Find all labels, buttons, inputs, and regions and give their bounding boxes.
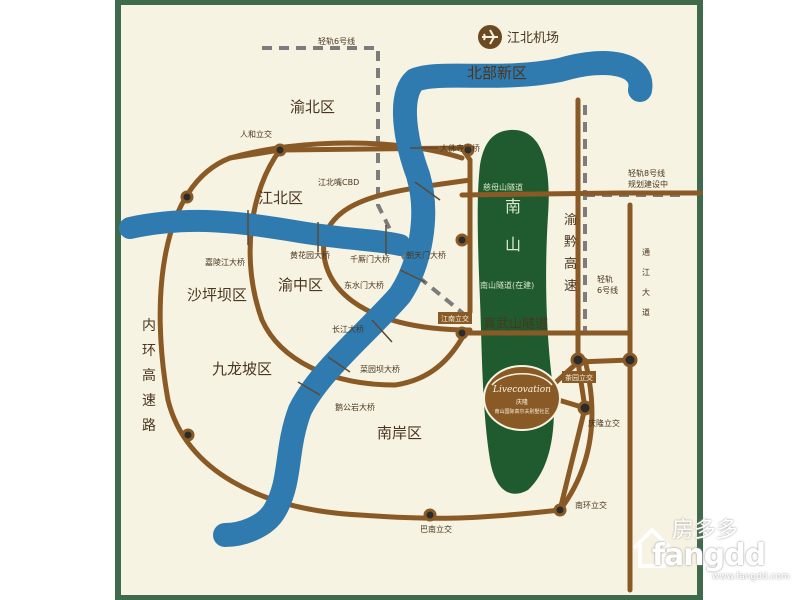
yuqian-1: 渝	[564, 212, 577, 228]
watermark-cn: 房多多	[672, 518, 739, 543]
district-shapingba: 沙坪坝区	[187, 286, 247, 304]
rail-lines	[262, 46, 680, 335]
ring-road-5: 路	[142, 418, 156, 434]
node-west	[180, 190, 194, 204]
bridge-chaotianmen	[414, 181, 441, 201]
label-dongshuimen: 东水门大桥	[344, 280, 384, 290]
project-sub1: 庆隆	[516, 398, 528, 406]
label-cbd: 江北嘴CBD	[318, 177, 359, 187]
bridge-dongshuimen	[399, 269, 426, 283]
label-banan: 巴南立交	[420, 524, 452, 534]
yangtze-river	[213, 51, 653, 547]
label-chaotianmen: 朝天门大桥	[406, 250, 446, 260]
node-nanhuan	[553, 503, 567, 517]
chayuan-link	[575, 357, 633, 365]
rail8-label-a: 轻轨8号线	[628, 168, 665, 178]
jialing-river	[119, 209, 411, 256]
ring-road-1: 内	[142, 318, 156, 334]
watermark-url: www.fangdd.com	[712, 572, 790, 582]
node-qingling	[577, 400, 593, 416]
chayuan-tag	[562, 371, 596, 383]
tongjiang-3: 大	[642, 287, 650, 297]
tunnel-tongluo: 慈母山隧道	[483, 182, 523, 192]
ring-road-3: 高	[142, 367, 156, 384]
watermark-house-icon	[632, 527, 672, 568]
rail8-label-b: 规划建设中	[628, 179, 668, 189]
tongluo-road	[459, 190, 703, 198]
district-beibu: 北部新区	[467, 64, 527, 82]
district-nanan: 南岸区	[377, 424, 422, 442]
label-changjiang: 长江大桥	[332, 324, 364, 334]
node-jiangnan	[455, 326, 469, 340]
mountain-char2: 山	[505, 235, 521, 254]
label-huanghuayuan: 黄花园大桥	[290, 250, 330, 260]
node-chayuan	[570, 352, 586, 368]
tongjiang-4: 道	[642, 307, 650, 317]
tunnel-nanshan: 南山隧道(在建)	[480, 280, 534, 290]
rail6-label: 轻轨6号线	[318, 36, 355, 46]
node-southwest	[181, 428, 195, 442]
district-jiulongpo: 九龙坡区	[212, 360, 272, 378]
district-yuzhong: 渝中区	[278, 276, 323, 294]
node-renhe	[273, 143, 287, 157]
rivers	[119, 51, 653, 547]
bridges	[247, 147, 441, 396]
jiangnan-tag	[438, 312, 472, 324]
district-yubei: 渝北区	[290, 98, 335, 116]
tunnel-zhenwu: 真武山隧道	[483, 316, 548, 332]
node-dafosi	[461, 143, 475, 157]
yuqian-4: 速	[564, 279, 577, 294]
bridge-egongyan	[297, 381, 321, 396]
project-logo: Livecovation	[492, 385, 551, 395]
node-cbd-east	[455, 233, 469, 247]
rail6-east-label-1: 轻轨	[597, 274, 613, 284]
yuqian-road	[557, 97, 588, 513]
label-qingling: 庆隆立交	[588, 418, 620, 428]
label-renhe: 人和立交	[240, 129, 272, 139]
ring-road-2: 环	[142, 343, 156, 359]
label-caiyuanba: 菜园坝大桥	[360, 364, 400, 374]
project-swoosh	[491, 373, 553, 386]
label-jiangnan: 江南立交	[441, 314, 469, 323]
rail6-line	[262, 46, 467, 317]
ring-road-4: 速	[142, 393, 156, 409]
label-dafosi: 大佛寺大桥	[440, 143, 480, 153]
node-tongjiang	[622, 352, 638, 368]
bridge-caiyuanba	[327, 356, 351, 373]
watermark-en: fangdd	[652, 538, 766, 573]
yuqian-3: 高	[564, 256, 577, 272]
yuqian-2: 黔	[564, 235, 577, 250]
label-jialing: 嘉陵江大桥	[205, 257, 245, 267]
mountain-char1: 南	[505, 197, 521, 216]
interchange-nodes	[180, 143, 638, 522]
tongjiang-2: 江	[642, 268, 650, 277]
bridge-changjiang	[371, 319, 393, 343]
node-banan	[423, 508, 437, 522]
label-chayuan: 茶园立交	[565, 373, 593, 382]
project-badge	[483, 365, 561, 431]
district-jiangbei: 江北区	[258, 189, 303, 207]
label-egongyan: 鹅公岩大桥	[335, 402, 375, 412]
project-sub2: 南山国际高尔夫别墅社区	[494, 408, 549, 415]
airplane-icon	[478, 25, 502, 49]
airport-label: 江北机场	[507, 31, 559, 46]
label-qiansimen: 千厮门大桥	[350, 254, 390, 264]
rail6-east-label-2: 6号线	[597, 285, 618, 295]
label-nanhuan: 南环立交	[575, 500, 607, 510]
tongjiang-1: 通	[642, 247, 650, 257]
